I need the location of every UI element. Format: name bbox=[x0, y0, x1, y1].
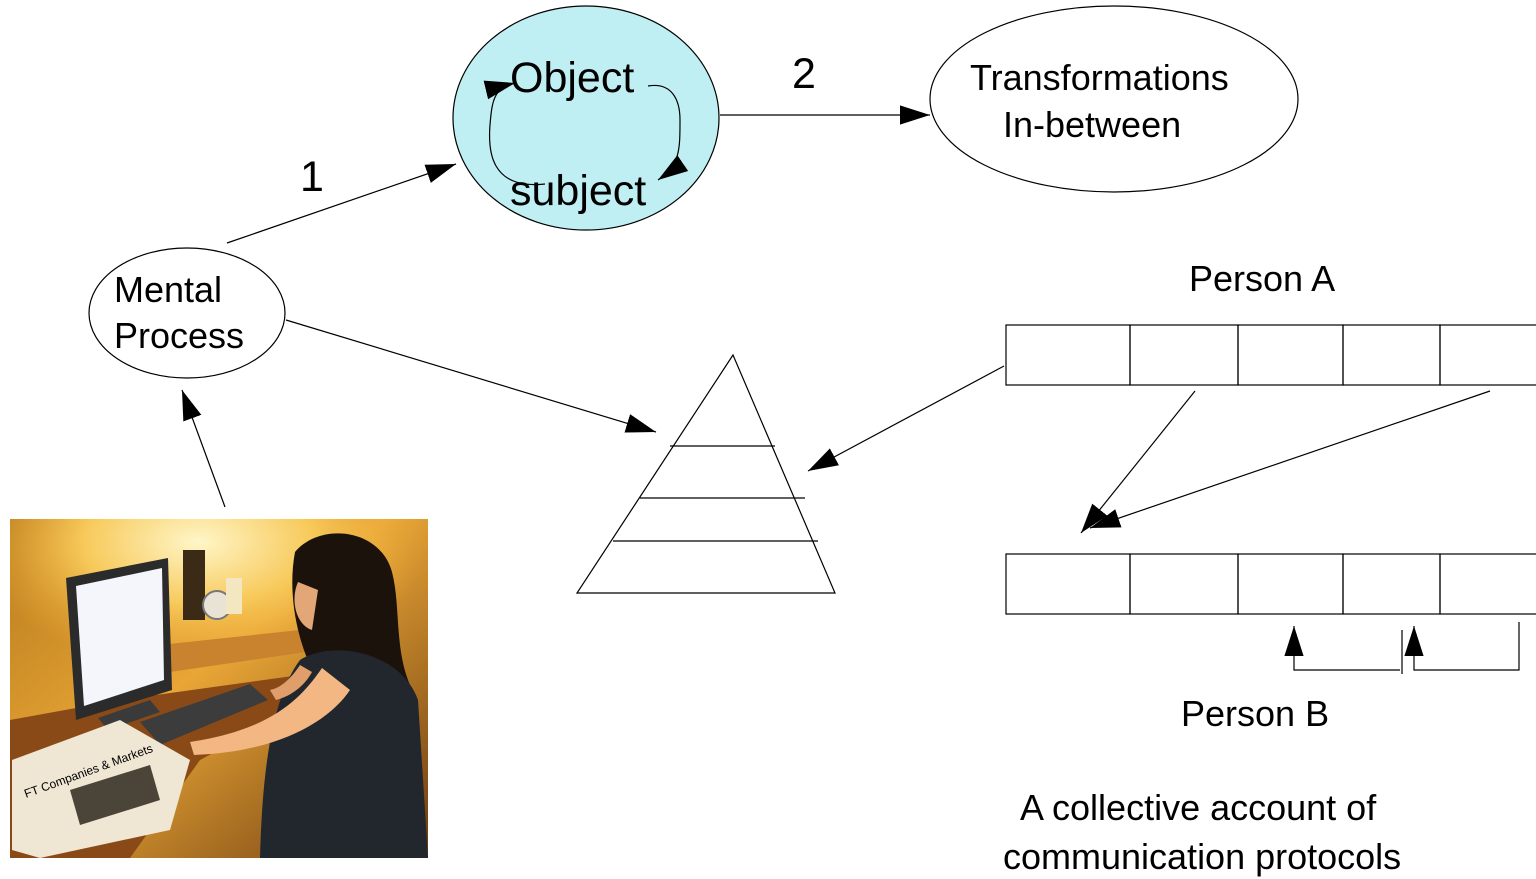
pyramid-outline bbox=[575, 353, 836, 594]
transformations-ellipse bbox=[929, 5, 1299, 193]
person-b-feedback-arrow-1 bbox=[1284, 626, 1400, 671]
photo-keyboard bbox=[140, 684, 268, 745]
person-b-feedback-arrow-2 bbox=[1404, 622, 1520, 671]
person-b-cell-5 bbox=[1439, 553, 1536, 615]
person-a-cell-4 bbox=[1342, 324, 1441, 386]
protocol-to-pyramid-arrow bbox=[807, 365, 1005, 472]
mental-process-ellipse bbox=[88, 247, 286, 379]
photo-to-mental-arrow bbox=[181, 389, 226, 508]
subject-label: subject bbox=[510, 167, 646, 215]
protocol-caption-line1: A collective account of bbox=[1020, 787, 1377, 828]
edge-2-label: 2 bbox=[792, 50, 816, 98]
pyramid bbox=[575, 353, 836, 594]
person-b-cell-3 bbox=[1237, 553, 1344, 615]
person-a-cell-3 bbox=[1237, 324, 1344, 386]
person-a-cell-2 bbox=[1129, 324, 1239, 386]
photo-newspaper-columns bbox=[70, 765, 160, 825]
protocol-caption-line2: communication protocols bbox=[1003, 836, 1401, 877]
photo-woman bbox=[190, 533, 428, 858]
person-b-cell-1 bbox=[1005, 553, 1131, 615]
person-b-label: Person B bbox=[1181, 693, 1329, 734]
photo-woman-arm-far bbox=[270, 665, 312, 700]
edge-1-arrow bbox=[226, 163, 457, 244]
edge-1-label: 1 bbox=[300, 153, 324, 201]
object-subject-loop-arrow-left bbox=[483, 80, 546, 186]
photo-monitor bbox=[66, 558, 172, 730]
object-subject-loop-arrow-right bbox=[647, 84, 689, 181]
photo-woman-at-computer: FT Companies & Markets bbox=[10, 519, 428, 858]
photo-pen-cup bbox=[226, 578, 242, 614]
person-a-label: Person A bbox=[1189, 258, 1335, 299]
person-a-to-b-arrow-2 bbox=[1089, 390, 1491, 529]
person-a-cell-1 bbox=[1005, 324, 1131, 386]
mental-process-node: Mental Process bbox=[88, 247, 286, 379]
mental-process-label-line1: Mental bbox=[114, 269, 222, 310]
person-a-row bbox=[1005, 324, 1536, 386]
object-subject-circle bbox=[452, 5, 720, 231]
photo-woman-arm bbox=[190, 668, 350, 755]
photo-woman-face bbox=[294, 582, 318, 630]
person-b-cell-2 bbox=[1129, 553, 1239, 615]
mental-to-pyramid-arrow bbox=[285, 319, 657, 433]
person-b-row bbox=[1005, 553, 1536, 615]
person-b-cell-4 bbox=[1342, 553, 1441, 615]
object-label: Object bbox=[510, 54, 634, 102]
transformations-node: Transformations In-between bbox=[929, 5, 1299, 193]
photo-speaker bbox=[183, 550, 205, 620]
transformations-label-line2: In-between bbox=[1003, 104, 1181, 145]
transformations-label-line1: Transformations bbox=[970, 57, 1229, 98]
mental-process-label-line2: Process bbox=[114, 315, 244, 356]
person-a-cell-5 bbox=[1439, 324, 1536, 386]
object-subject-node: Object subject bbox=[452, 5, 720, 231]
photo-desk-top bbox=[160, 630, 320, 672]
